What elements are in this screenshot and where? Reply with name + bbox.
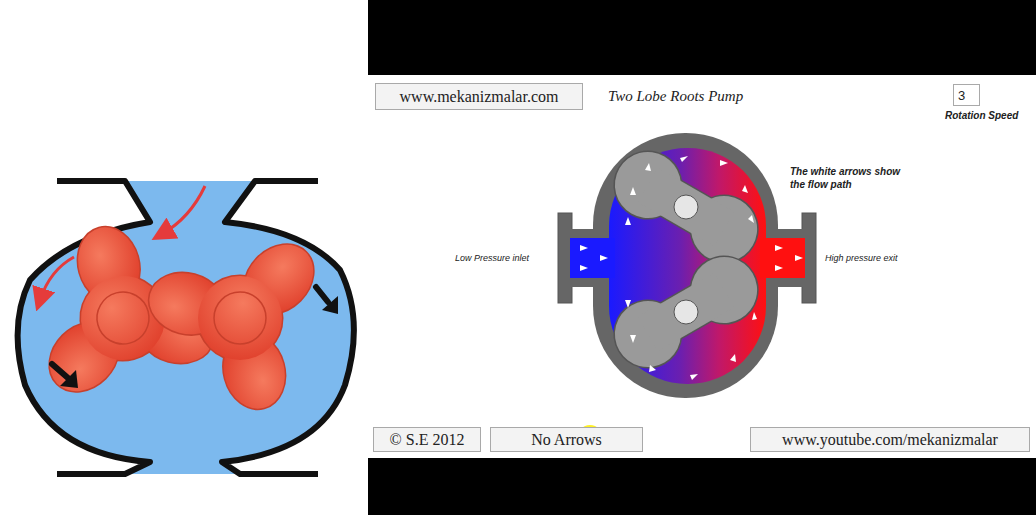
copyright-box: © S.E 2012 bbox=[373, 427, 481, 452]
spinner-caption: Rotation Speed bbox=[945, 110, 1018, 121]
button-text: 3 bbox=[958, 88, 965, 103]
speed-spinner: 3 bbox=[953, 84, 980, 106]
port-label: Low Pressure inlet bbox=[455, 253, 529, 263]
link-button: www.youtube.com/mekanizmalar bbox=[750, 427, 1030, 452]
toggle-button: No Arrows bbox=[490, 427, 643, 452]
button-text: www.youtube.com/mekanizmalar bbox=[782, 431, 998, 449]
note: The white arrows show the flow path bbox=[790, 166, 910, 191]
button-text: No Arrows bbox=[531, 431, 602, 449]
port-label: High pressure exit bbox=[825, 253, 898, 263]
button-text: www.mekanizmalar.com bbox=[400, 88, 559, 106]
button-text: © S.E 2012 bbox=[390, 431, 465, 449]
link-button: www.mekanizmalar.com bbox=[375, 83, 583, 110]
title: Two Lobe Roots Pump bbox=[608, 88, 743, 105]
